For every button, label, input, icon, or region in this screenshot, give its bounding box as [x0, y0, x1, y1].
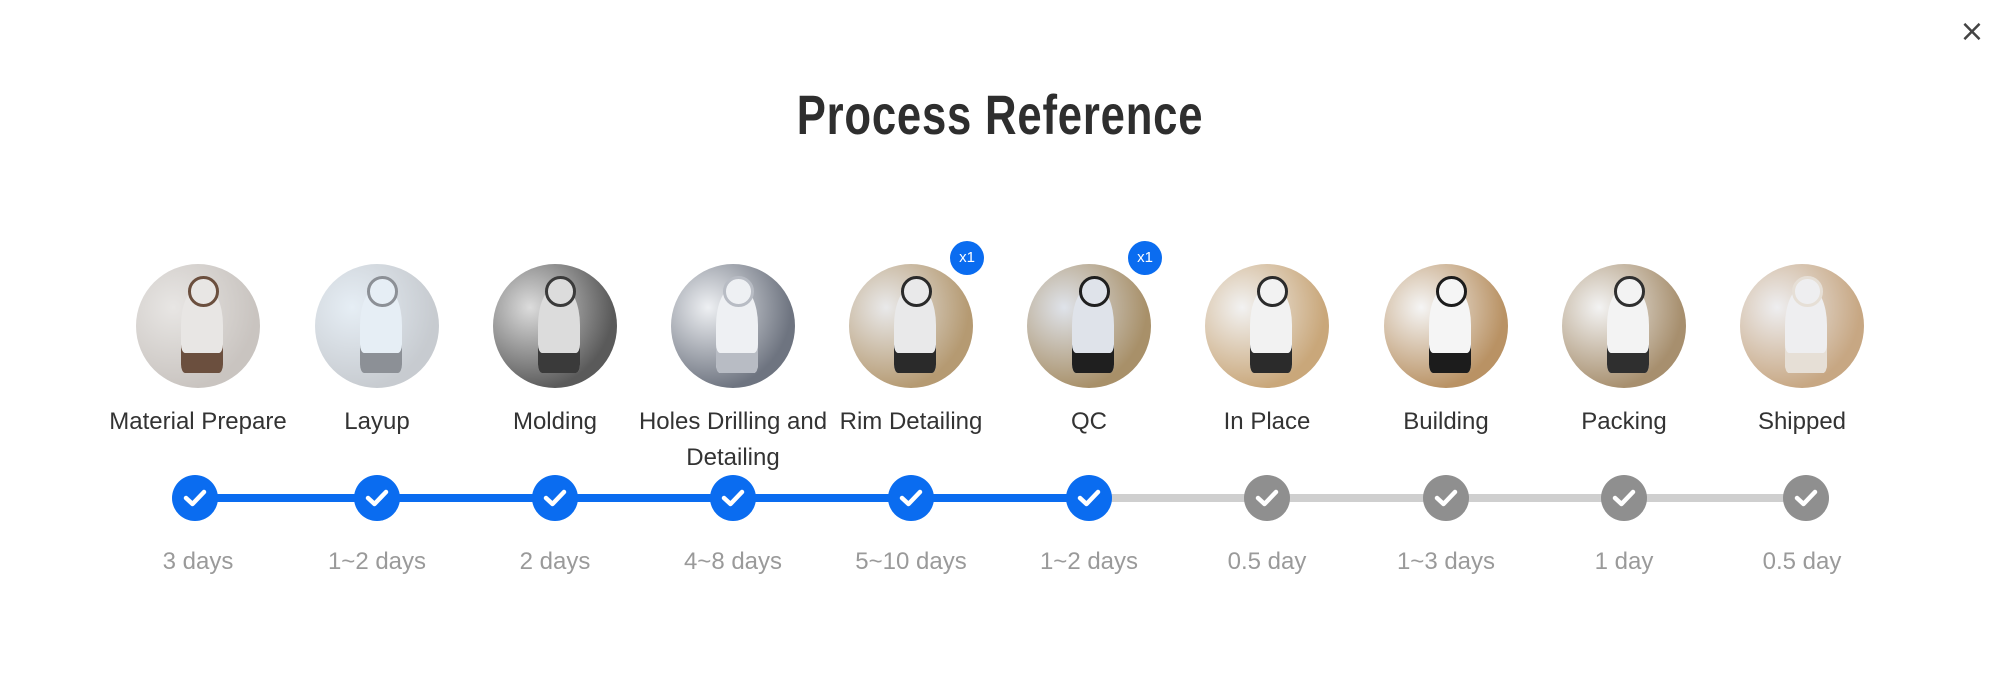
step-status-icon: [172, 475, 218, 521]
process-step: In Place 0.5 day: [1167, 0, 1367, 600]
check-icon: [1255, 489, 1279, 507]
step-label: Shipped: [1757, 408, 1847, 435]
step-status-icon: [354, 475, 400, 521]
step-status-icon: [888, 475, 934, 521]
check-icon: [183, 489, 207, 507]
step-duration: 1 day: [1594, 548, 1654, 575]
process-step: Layup 1~2 days: [277, 0, 477, 600]
step-photo: [1205, 264, 1329, 388]
step-duration: 4~8 days: [683, 548, 783, 575]
check-icon: [1077, 489, 1101, 507]
step-status-icon: [532, 475, 578, 521]
step-status-icon: [710, 475, 756, 521]
quantity-badge: x1: [950, 241, 984, 275]
step-photo: [1740, 264, 1864, 388]
step-status-icon: [1244, 475, 1290, 521]
step-duration: 1~2 days: [1039, 548, 1139, 575]
check-icon: [1794, 489, 1818, 507]
step-status-icon: [1783, 475, 1829, 521]
check-icon: [365, 489, 389, 507]
step-label: Material Prepare: [109, 408, 287, 435]
check-icon: [899, 489, 923, 507]
process-step: Material Prepare 3 days: [98, 0, 298, 600]
step-status-icon: [1601, 475, 1647, 521]
close-icon[interactable]: ×: [1959, 14, 1985, 49]
step-photo: [493, 264, 617, 388]
step-label: QC: [1071, 408, 1107, 435]
progress-track-completed: [195, 494, 1088, 502]
step-label: Rim Detailing: [839, 408, 983, 435]
step-photo: [1384, 264, 1508, 388]
step-label: Layup: [344, 408, 410, 435]
step-duration: 1~2 days: [327, 548, 427, 575]
step-label: Holes Drilling and Detailing: [638, 408, 828, 471]
process-step: Building 1~3 days: [1346, 0, 1546, 600]
step-label: In Place: [1223, 408, 1311, 435]
check-icon: [543, 489, 567, 507]
step-photo: [849, 264, 973, 388]
process-step: Holes Drilling and Detailing 4~8 days: [633, 0, 833, 600]
step-status-icon: [1423, 475, 1469, 521]
step-label: Building: [1403, 408, 1489, 435]
check-icon: [1612, 489, 1636, 507]
step-duration: 0.5 day: [1762, 548, 1842, 575]
check-icon: [1434, 489, 1458, 507]
step-photo: [1562, 264, 1686, 388]
step-duration: 2 days: [519, 548, 591, 575]
step-photo: [1027, 264, 1151, 388]
step-duration: 1~3 days: [1396, 548, 1496, 575]
process-step: Shipped 0.5 day: [1702, 0, 1902, 600]
step-duration: 0.5 day: [1227, 548, 1307, 575]
step-duration: 3 days: [162, 548, 234, 575]
process-step: Molding 2 days: [455, 0, 655, 600]
check-icon: [721, 489, 745, 507]
process-step: Packing 1 day: [1524, 0, 1724, 600]
step-status-icon: [1066, 475, 1112, 521]
quantity-badge: x1: [1128, 241, 1162, 275]
step-photo: [136, 264, 260, 388]
step-label: Packing: [1581, 408, 1667, 435]
step-label: Molding: [512, 408, 598, 435]
step-photo: [671, 264, 795, 388]
step-duration: 5~10 days: [855, 548, 967, 575]
step-photo: [315, 264, 439, 388]
dialog-title: Process Reference: [796, 83, 1204, 146]
